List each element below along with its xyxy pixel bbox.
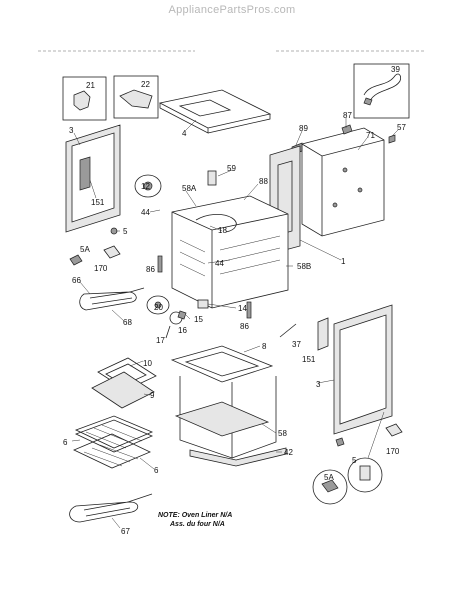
callout-10: 10: [143, 359, 152, 368]
part-86-rail-left: [157, 255, 163, 273]
callout-87: 87: [343, 111, 352, 120]
part-39-box: [353, 63, 410, 119]
callout-8: 8: [262, 342, 267, 351]
part-6-oven-racks: [73, 415, 154, 469]
part-5-hinge-detail: [347, 457, 383, 493]
callout-67: 67: [121, 527, 130, 536]
callout-66: 66: [72, 276, 81, 285]
callout-5-left: 5: [123, 227, 128, 236]
part-9-broil-pan: [91, 371, 155, 409]
callout-58A: 58A: [182, 184, 197, 193]
callout-170-right: 170: [386, 447, 400, 456]
part-17-wire: [165, 325, 171, 339]
part-151-bracket-right: [317, 317, 329, 351]
callout-16: 16: [178, 326, 187, 335]
callout-39: 39: [391, 65, 400, 74]
callout-22: 22: [141, 80, 150, 89]
note-line-2: Ass. du four N/A: [170, 521, 225, 528]
callout-20: 20: [154, 303, 163, 312]
part-87-bracket: [341, 124, 353, 135]
callout-151-left: 151: [91, 198, 105, 207]
part-20-assembly: [146, 295, 170, 315]
callout-5A-right: 5A: [324, 473, 334, 482]
callout-5-right: 5: [352, 456, 357, 465]
part-3-door-left: [65, 124, 121, 233]
part-170-hinge-right: [385, 423, 403, 437]
callout-18: 18: [218, 226, 227, 235]
callout-4: 4: [182, 129, 187, 138]
callout-71: 71: [366, 131, 375, 140]
part-68-bake-element: [79, 291, 137, 311]
part-4-top-panel: [158, 89, 272, 134]
callout-6-lower: 6: [154, 466, 159, 475]
part-18-element: [195, 214, 237, 233]
callout-17: 17: [156, 336, 165, 345]
callout-3-right: 3: [316, 380, 321, 389]
callout-58B: 58B: [297, 262, 311, 271]
part-14-switch: [197, 299, 209, 309]
part-5-hinge-small: [335, 437, 345, 447]
part-42-drawer-panel: [189, 447, 287, 467]
part-21-box: [62, 76, 107, 121]
part-5A-hinge-detail: [312, 469, 348, 505]
callout-12: 12: [141, 182, 150, 191]
callout-21: 21: [86, 81, 95, 90]
callout-57: 57: [397, 123, 406, 132]
part-8-drawer-top: [170, 345, 274, 383]
callout-44-left: 44: [141, 208, 150, 217]
part-3-door-right: [333, 304, 393, 435]
callout-14: 14: [238, 304, 247, 313]
callout-3-top: 3: [69, 126, 74, 135]
part-86-rail-right: [246, 301, 252, 319]
callout-15: 15: [194, 315, 203, 324]
callout-89: 89: [299, 124, 308, 133]
part-57-plate: [388, 134, 396, 144]
note-line-1: NOTE: Oven Liner N/A: [158, 512, 233, 519]
callout-151-right: 151: [302, 355, 316, 364]
callout-170-left: 170: [94, 264, 108, 273]
part-58-drawer-box: [174, 376, 277, 459]
callout-68: 68: [123, 318, 132, 327]
oven-liner-note: NOTE: Oven Liner N/A Ass. du four N/A: [158, 511, 232, 529]
callout-44-center: 44: [215, 259, 224, 268]
part-5-hinge-left: [69, 227, 121, 266]
callout-59: 59: [227, 164, 236, 173]
part-15-cover: [177, 310, 187, 320]
part-58A-oven-cavity: [171, 195, 289, 309]
part-12-knob: [134, 174, 162, 198]
callout-1: 1: [341, 257, 346, 266]
callout-9: 9: [150, 391, 155, 400]
part-71-back-panel: [301, 127, 385, 237]
part-22-box: [113, 75, 159, 119]
callout-58: 58: [278, 429, 287, 438]
callout-86-left: 86: [146, 265, 155, 274]
part-67-broil-element: [69, 501, 139, 523]
callout-42: 42: [284, 448, 293, 457]
callout-86-right: 86: [240, 322, 249, 331]
leader-lines: [71, 118, 399, 529]
part-59-sensor: [207, 170, 217, 186]
callout-5A-left: 5A: [80, 245, 90, 254]
callout-88: 88: [259, 177, 268, 186]
callout-37: 37: [292, 340, 301, 349]
part-37-wire: [279, 323, 297, 338]
watermark: AppliancePartsPros.com: [168, 4, 296, 16]
callout-6-upper: 6: [63, 438, 68, 447]
